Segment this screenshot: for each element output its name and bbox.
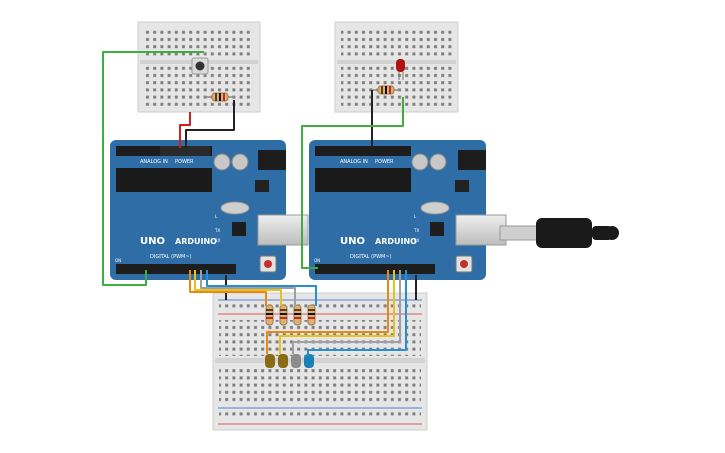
power-label: POWER bbox=[175, 159, 194, 165]
wire-blue-left bbox=[206, 270, 317, 306]
resistor-icon bbox=[279, 304, 288, 326]
resistor-bank bbox=[265, 304, 316, 326]
power-label: POWER bbox=[375, 159, 394, 165]
wire-yellow-right bbox=[279, 270, 395, 354]
l-led-label: L bbox=[215, 214, 218, 219]
wire-yellow-left bbox=[194, 270, 282, 306]
arduino-brand-label: ARDUINO bbox=[175, 237, 217, 246]
wires bbox=[102, 51, 417, 356]
uno-model-label: UNO bbox=[140, 236, 165, 247]
analog-in-label: ANALOG IN bbox=[140, 159, 168, 165]
pushbutton-icon[interactable] bbox=[191, 57, 209, 75]
arduino-brand-label: ARDUINO bbox=[375, 237, 417, 246]
resistor-icon bbox=[307, 304, 316, 326]
rx-label: RX bbox=[215, 238, 221, 243]
wire-red bbox=[179, 112, 191, 148]
led-icon bbox=[265, 354, 275, 368]
wire-green-left bbox=[102, 51, 204, 286]
wire-orange-left bbox=[189, 270, 267, 306]
wire-blue-right bbox=[307, 270, 407, 356]
led-icon bbox=[291, 354, 301, 368]
wire-orange-right bbox=[266, 270, 389, 354]
resistor-icon bbox=[372, 85, 400, 95]
analog-in-label: ANALOG IN bbox=[340, 159, 368, 165]
resistor-icon bbox=[265, 304, 274, 326]
arduino-uno-right[interactable]: ANALOG IN POWER UNO ARDUINO L TX RX DIGI… bbox=[309, 140, 507, 280]
arduino-uno-left[interactable]: ANALOG IN POWER UNO ARDUINO L TX RX DIGI… bbox=[110, 140, 309, 280]
digital-pwm-label: DIGITAL (PWM~) bbox=[350, 254, 392, 260]
wire-green-right bbox=[301, 97, 404, 269]
led-icon bbox=[278, 354, 288, 368]
on-label: ON bbox=[115, 258, 121, 263]
led-row bbox=[265, 354, 314, 368]
tx-label: TX bbox=[413, 228, 419, 233]
tx-label: TX bbox=[214, 228, 220, 233]
led-icon bbox=[304, 354, 314, 368]
wire-gray-right bbox=[292, 270, 401, 354]
wire-black-left bbox=[185, 100, 235, 148]
resistor-icon bbox=[293, 304, 302, 326]
digital-pwm-label: DIGITAL (PWM~) bbox=[150, 254, 192, 260]
uno-model-label: UNO bbox=[340, 236, 365, 247]
usb-cable-icon[interactable] bbox=[499, 218, 619, 248]
l-led-label: L bbox=[414, 214, 417, 219]
resistor-icon bbox=[205, 92, 235, 102]
led-icon bbox=[396, 59, 405, 80]
rx-label: RX bbox=[414, 238, 420, 243]
wire-gray-left bbox=[200, 270, 296, 306]
on-label: ON bbox=[314, 258, 320, 263]
